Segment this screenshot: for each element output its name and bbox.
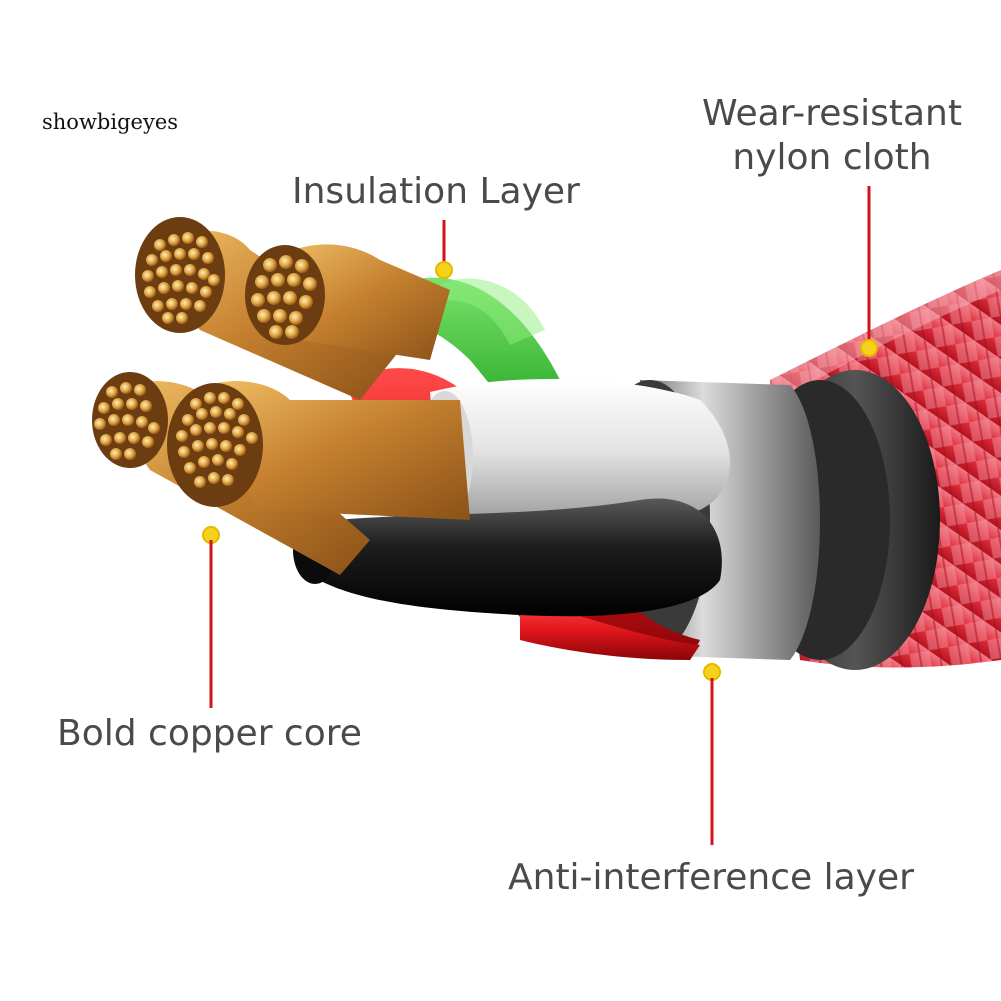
nylon-cloth-label-line1: Wear-resistant — [702, 93, 962, 134]
callout-copper — [202, 526, 220, 708]
insulation-layer-label: Insulation Layer — [292, 171, 580, 212]
nylon-cloth-label-line2: nylon cloth — [732, 137, 932, 178]
callout-nylon — [860, 186, 878, 357]
callout-anti-interference — [703, 663, 721, 845]
callout-insulation — [435, 220, 453, 279]
nylon-cloth-label: Wear-resistant nylon cloth — [700, 92, 964, 180]
copper-core-bundle-2 — [245, 244, 450, 360]
copper-core-label: Bold copper core — [57, 713, 362, 754]
black-wire — [293, 498, 722, 617]
watermark-text: showbigeyes — [42, 110, 179, 134]
anti-interference-label: Anti-interference layer — [508, 857, 914, 898]
copper-core-bundle-4 — [167, 381, 470, 520]
